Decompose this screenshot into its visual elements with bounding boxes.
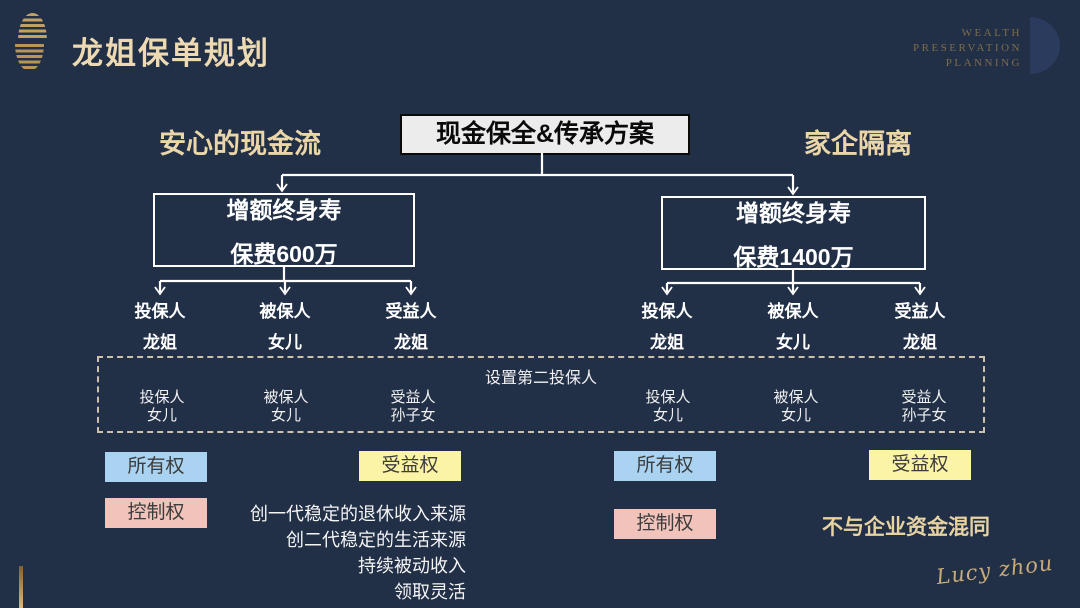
plan-box-left: 增额终身寿 保费600万 <box>153 193 415 267</box>
watermark-line: WEALTH <box>961 27 1022 39</box>
watermark-line: PRESERVATION <box>913 42 1022 54</box>
note-line: 创二代稳定的生活来源 <box>286 530 466 550</box>
page-title: 龙姐保单规划 <box>72 36 270 71</box>
person-label: 女儿 <box>146 407 177 424</box>
person-label: 女儿 <box>268 333 302 352</box>
role-label: 受益人 <box>894 302 946 321</box>
person-label: 龙姐 <box>394 333 428 352</box>
role-label: 投保人 <box>139 389 185 406</box>
tag-benefit-left: 受益权 <box>359 451 461 481</box>
tag-ownership-right: 所有权 <box>614 451 716 481</box>
plan-name: 增额终身寿 <box>736 200 851 226</box>
watermark-text: WEALTH PRESERVATION PLANNING <box>913 26 1022 71</box>
person-label: 女儿 <box>652 407 683 424</box>
role-label: 投保人 <box>134 302 186 321</box>
role-col-left-beneficiary: 受益人 龙姐 <box>356 296 466 358</box>
role-label: 受益人 <box>901 389 947 406</box>
plan-name: 增额终身寿 <box>226 197 342 223</box>
plan-premium: 保费1400万 <box>733 244 854 270</box>
person-label: 女儿 <box>270 407 301 424</box>
second-col: 被保人 女儿 <box>231 389 341 425</box>
person-label: 龙姐 <box>903 333 937 352</box>
second-col: 被保人 女儿 <box>741 389 851 425</box>
role-col-right-insured: 被保人 女儿 <box>738 296 848 358</box>
second-col: 受益人 孙子女 <box>869 389 979 425</box>
logo-bottom-half <box>15 44 44 71</box>
note-line: 领取灵活 <box>394 582 466 602</box>
tag-benefit-right: 受益权 <box>869 450 971 480</box>
person-label: 孙子女 <box>901 407 947 424</box>
person-label: 女儿 <box>780 407 811 424</box>
role-label: 被保人 <box>773 389 819 406</box>
role-label: 投保人 <box>641 302 693 321</box>
role-col-left-insured: 被保人 女儿 <box>230 296 340 358</box>
second-policyholder-box: 设置第二投保人 投保人 女儿 被保人 女儿 受益人 孙子女 投保人 女儿 被保人… <box>97 356 985 433</box>
person-label: 女儿 <box>776 333 810 352</box>
plan-premium: 保费600万 <box>230 241 338 267</box>
plan-box-right: 增额终身寿 保费1400万 <box>661 196 926 270</box>
benefit-notes: 创一代稳定的退休收入来源 创二代稳定的生活来源 持续被动收入 领取灵活 <box>250 501 466 605</box>
scheme-title-box: 现金保全&传承方案 <box>400 114 690 155</box>
label-family-business-isolation: 家企隔离 <box>804 129 912 159</box>
no-commingling-note: 不与企业资金混同 <box>822 516 990 539</box>
note-line: 创一代稳定的退休收入来源 <box>250 504 466 524</box>
note-line: 持续被动收入 <box>358 556 466 576</box>
role-label: 被保人 <box>259 302 311 321</box>
second-policyholder-title: 设置第二投保人 <box>484 370 597 387</box>
role-col-left-policyholder: 投保人 龙姐 <box>105 296 215 358</box>
tag-ownership-left: 所有权 <box>105 452 207 482</box>
corner-halfdisc-decoration <box>1030 17 1060 74</box>
role-col-right-beneficiary: 受益人 龙姐 <box>865 296 975 358</box>
second-col: 投保人 女儿 <box>613 389 723 425</box>
second-col: 投保人 女儿 <box>107 389 217 425</box>
tag-control-left: 控制权 <box>105 498 207 528</box>
role-col-right-policyholder: 投保人 龙姐 <box>612 296 722 358</box>
role-label: 被保人 <box>767 302 819 321</box>
gold-bar-decoration <box>19 566 23 608</box>
watermark-line: PLANNING <box>945 57 1022 69</box>
person-label: 龙姐 <box>650 333 684 352</box>
role-label: 投保人 <box>645 389 691 406</box>
logo-top-half <box>18 13 47 40</box>
person-label: 龙姐 <box>143 333 177 352</box>
brand-logo-icon <box>15 13 47 73</box>
role-label: 被保人 <box>263 389 309 406</box>
role-label: 受益人 <box>385 302 437 321</box>
person-label: 孙子女 <box>390 407 436 424</box>
role-label: 受益人 <box>390 389 436 406</box>
second-col: 受益人 孙子女 <box>358 389 468 425</box>
tag-control-right: 控制权 <box>614 509 716 539</box>
label-cashflow: 安心的现金流 <box>159 129 321 159</box>
signature: Lucy zhou <box>935 550 1056 590</box>
